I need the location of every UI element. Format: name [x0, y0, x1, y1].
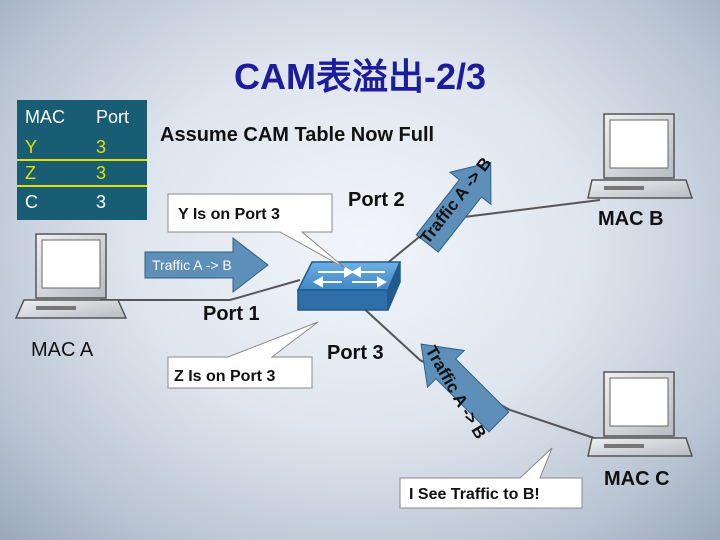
traffic-arrow-left — [144, 236, 269, 294]
cam-row-c: C 3 — [17, 192, 147, 216]
callout-i-see — [399, 447, 583, 509]
cam-row-port: 3 — [96, 163, 107, 183]
cam-row-mac: Y — [25, 137, 38, 157]
callout-z-on-port3 — [167, 321, 319, 389]
network-cables — [100, 199, 601, 441]
cam-row-z: Z 3 — [17, 163, 147, 187]
cam-row-mac: Z — [25, 163, 36, 183]
computer-icon-mac-c — [587, 371, 694, 457]
switch-icon — [296, 261, 402, 311]
callout-i-see-text: I See Traffic to B! — [409, 486, 540, 503]
cam-header-port: Port — [96, 107, 130, 127]
host-label-mac-c: MAC C — [604, 468, 670, 490]
slide-heading: Assume CAM Table Now Full — [160, 124, 435, 146]
port1-label: Port 1 — [203, 303, 260, 325]
cam-header-mac: MAC — [25, 107, 65, 127]
host-label-mac-a: MAC A — [31, 339, 94, 361]
callout-z-text: Z Is on Port 3 — [174, 368, 275, 385]
cam-row-mac: C — [25, 192, 38, 212]
cam-table-header: MAC Port — [17, 107, 147, 131]
cam-row-port: 3 — [96, 192, 107, 212]
traffic-arrow-lower — [420, 343, 510, 433]
host-label-mac-b: MAC B — [598, 208, 664, 230]
cam-row-port: 3 — [96, 137, 107, 157]
cam-row-divider — [17, 185, 147, 187]
cam-table: MAC Port Y 3 Z 3 C 3 — [17, 100, 147, 220]
slide-title: CAM表溢出-2/3 — [233, 56, 487, 97]
traffic-label-upper: Traffic A -> B — [416, 154, 495, 248]
cable-port1 — [100, 279, 301, 301]
port3-label: Port 3 — [327, 342, 384, 364]
port2-label: Port 2 — [348, 189, 405, 211]
callout-y-text: Y Is on Port 3 — [178, 206, 280, 223]
computer-icon-mac-a — [14, 233, 128, 319]
cam-row-y: Y 3 — [17, 137, 147, 161]
computer-icon-mac-b — [587, 113, 694, 199]
callout-y-on-port3 — [167, 193, 346, 269]
cam-row-divider — [17, 159, 147, 161]
traffic-label-left: Traffic A -> B — [152, 257, 232, 273]
traffic-arrow-upper — [415, 161, 492, 253]
cable-port2 — [384, 199, 601, 266]
